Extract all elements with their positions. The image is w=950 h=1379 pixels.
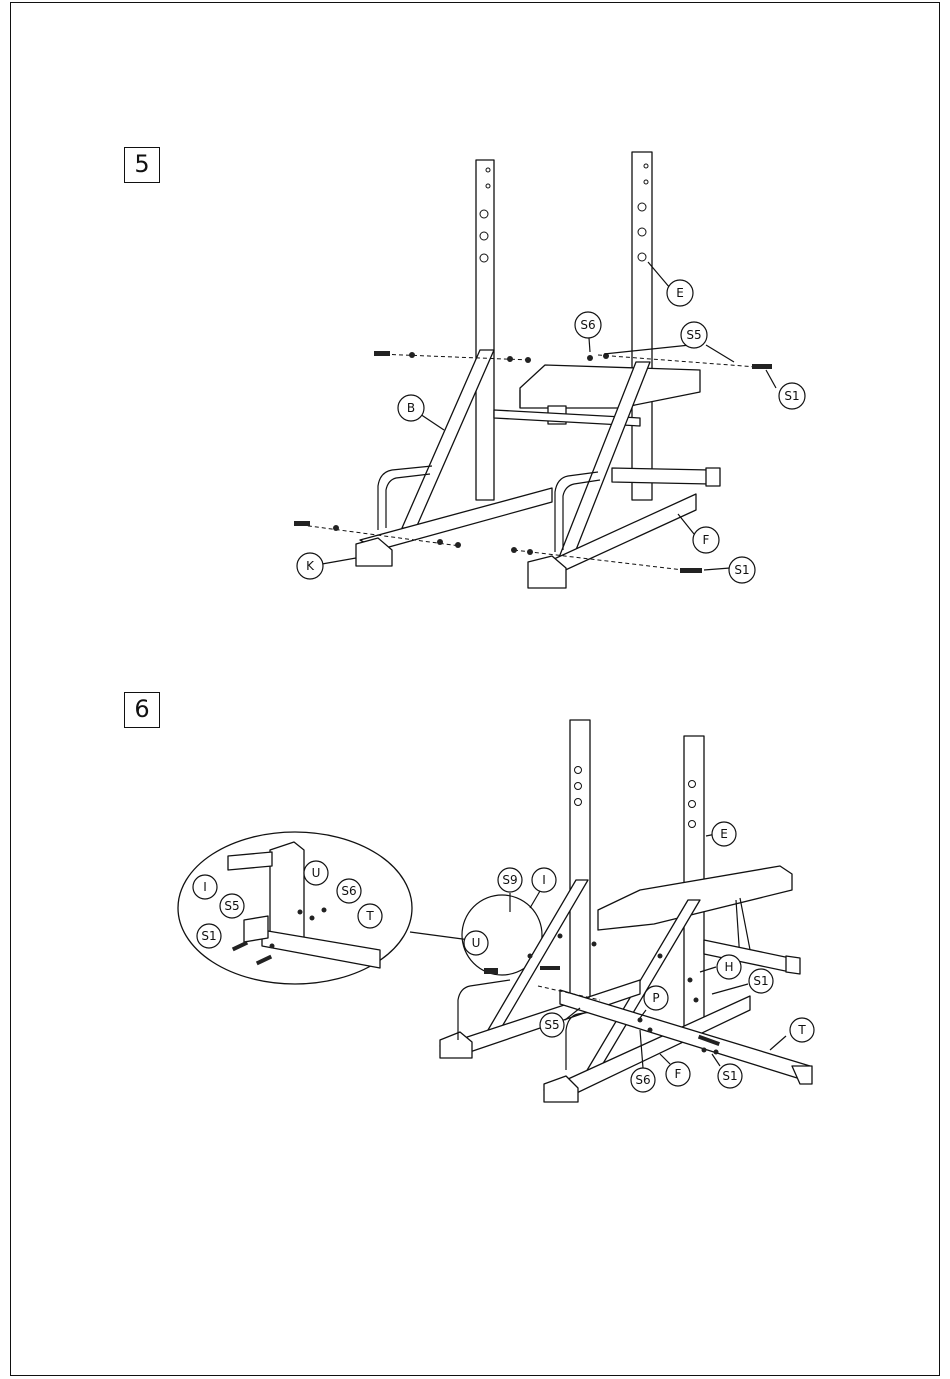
svg-text:S6: S6 bbox=[580, 318, 595, 332]
detail-callout-I: I bbox=[193, 875, 217, 899]
callout-S6: S6 bbox=[575, 312, 601, 338]
svg-text:S1: S1 bbox=[734, 563, 749, 577]
svg-text:I: I bbox=[542, 873, 546, 887]
svg-text:S5: S5 bbox=[544, 1018, 559, 1032]
svg-text:B: B bbox=[407, 401, 415, 415]
callout-P: P bbox=[644, 986, 668, 1010]
callout-E: E bbox=[712, 822, 736, 846]
detail-callout-T: T bbox=[358, 904, 382, 928]
callout-S5: S5 bbox=[540, 1013, 564, 1037]
callout-S1-right: S1 bbox=[749, 969, 773, 993]
svg-text:S1: S1 bbox=[784, 389, 799, 403]
svg-text:H: H bbox=[724, 960, 733, 974]
svg-text:S1: S1 bbox=[753, 974, 768, 988]
callout-S1-bottom: S1 bbox=[729, 557, 755, 583]
callout-E: E bbox=[667, 280, 693, 306]
svg-text:F: F bbox=[675, 1067, 682, 1081]
svg-text:F: F bbox=[703, 533, 710, 547]
step-5-figure: E S6 S5 S1 B K F S1 bbox=[294, 152, 805, 588]
detail-callout-S5: S5 bbox=[220, 894, 244, 918]
callout-S1-bottom: S1 bbox=[718, 1064, 742, 1088]
detail-callout-S6: S6 bbox=[337, 879, 361, 903]
step-6-figure: I U S6 S5 T S1 S9 I bbox=[178, 720, 814, 1102]
svg-text:S5: S5 bbox=[686, 328, 701, 342]
callout-T: T bbox=[790, 1018, 814, 1042]
step6-left-upright bbox=[570, 720, 590, 1000]
svg-text:S1: S1 bbox=[201, 929, 216, 943]
callout-S1-top: S1 bbox=[779, 383, 805, 409]
callout-K: K bbox=[297, 553, 323, 579]
svg-text:U: U bbox=[472, 936, 481, 950]
svg-text:E: E bbox=[676, 286, 684, 300]
callout-F: F bbox=[693, 527, 719, 553]
svg-text:S9: S9 bbox=[502, 873, 517, 887]
svg-text:E: E bbox=[720, 827, 728, 841]
svg-text:T: T bbox=[365, 909, 374, 923]
bench-pad bbox=[520, 365, 700, 408]
svg-text:S1: S1 bbox=[722, 1069, 737, 1083]
svg-text:S6: S6 bbox=[635, 1073, 650, 1087]
callout-S6: S6 bbox=[631, 1068, 655, 1092]
svg-text:U: U bbox=[312, 866, 321, 880]
svg-text:T: T bbox=[797, 1023, 806, 1037]
svg-text:S5: S5 bbox=[224, 899, 239, 913]
callout-S5: S5 bbox=[681, 322, 707, 348]
callout-U: U bbox=[464, 931, 488, 955]
callout-H: H bbox=[717, 955, 741, 979]
left-base bbox=[360, 488, 552, 550]
callout-F: F bbox=[666, 1062, 690, 1086]
callout-I: I bbox=[532, 868, 556, 892]
svg-text:K: K bbox=[306, 559, 315, 573]
callout-S9: S9 bbox=[498, 868, 522, 892]
detail-callout-U: U bbox=[304, 861, 328, 885]
detail-callout-S1: S1 bbox=[197, 924, 221, 948]
svg-text:S6: S6 bbox=[341, 884, 356, 898]
svg-text:I: I bbox=[203, 880, 207, 894]
svg-text:P: P bbox=[652, 991, 659, 1005]
callout-B: B bbox=[398, 395, 424, 421]
